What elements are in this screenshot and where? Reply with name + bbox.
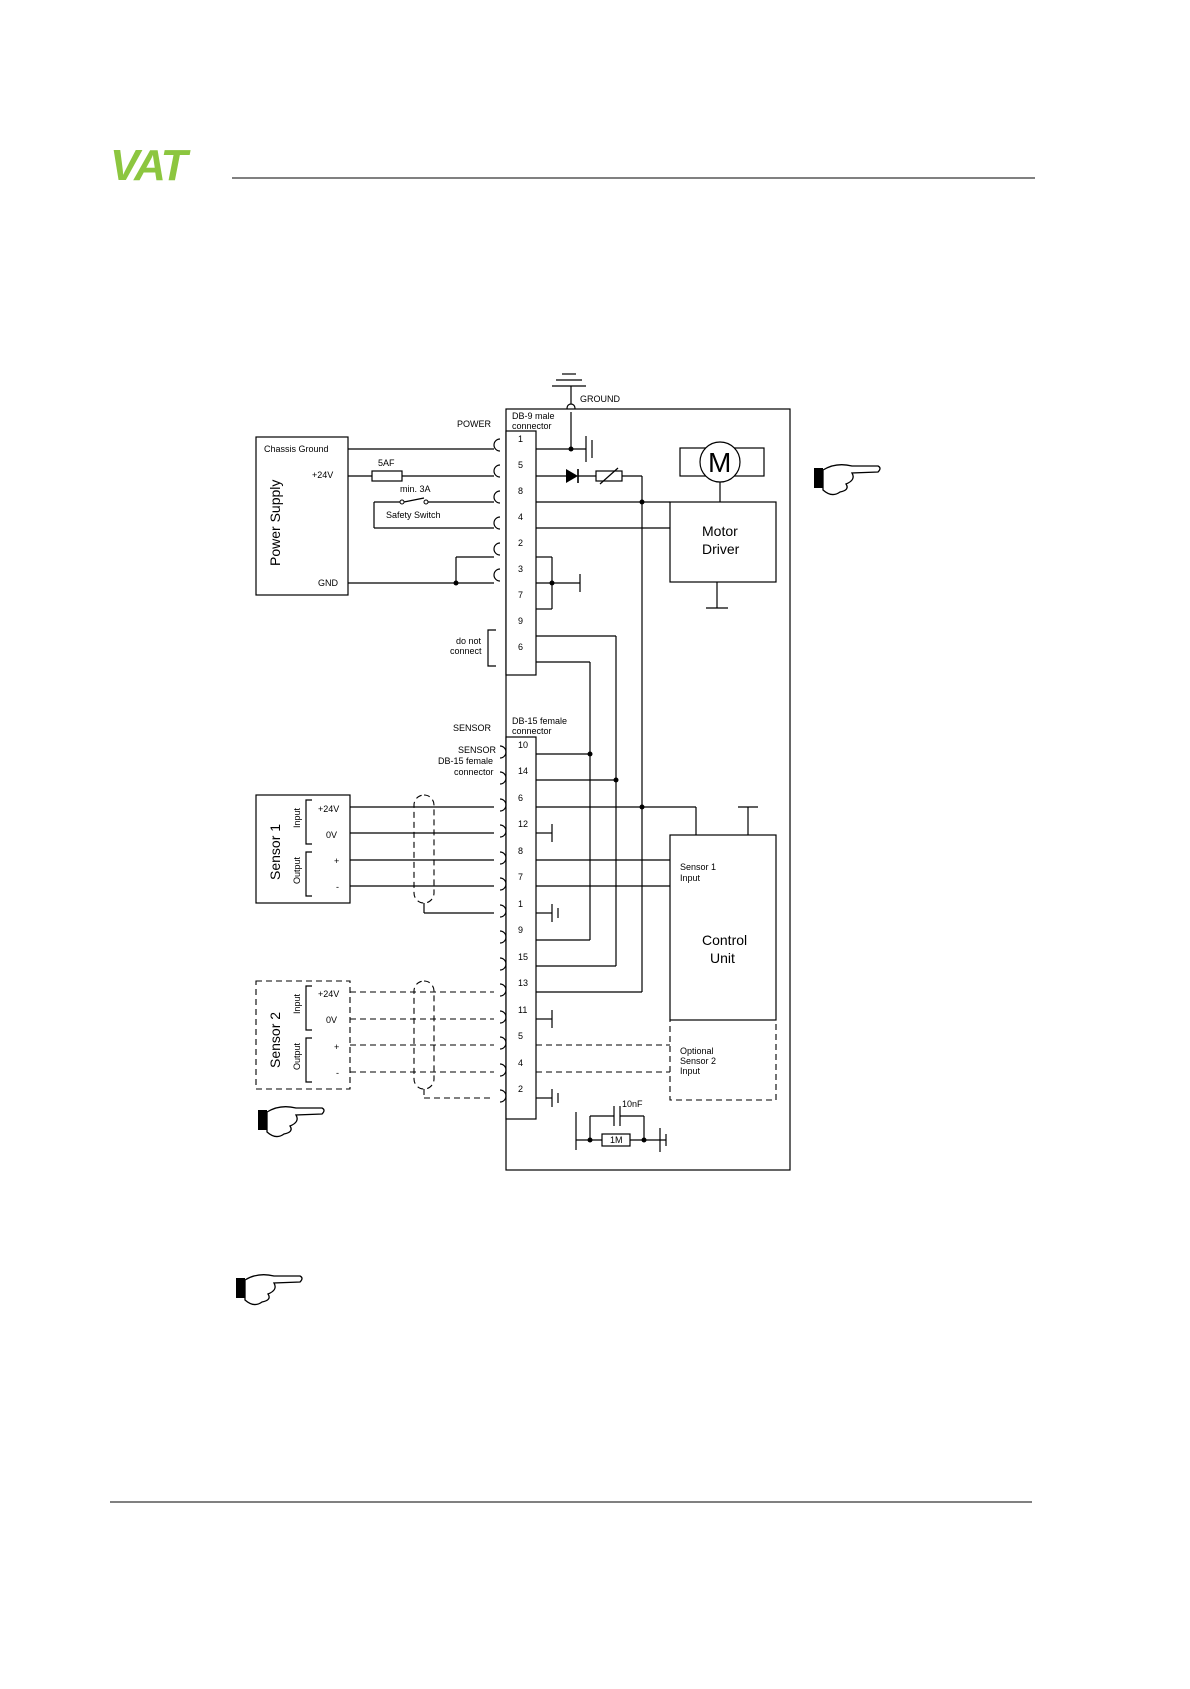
chassis-ground-label: Chassis Ground [264,444,329,454]
db15-pin-2: 2 [518,1084,523,1094]
db15-pin-13: 13 [518,978,528,988]
db9-label-line1: DB-9 male [512,411,555,421]
sensor1-input-label-2: Input [680,873,701,883]
sensor2-plus24v: +24V [318,989,339,999]
power-supply-label: Power Supply [267,480,283,566]
optional-sensor2-label-2: Sensor 2 [680,1056,716,1066]
db9-pin-5: 5 [518,460,523,470]
fuse-symbol [371,470,403,482]
db15-pin-11: 11 [518,1005,527,1015]
motor-driver-label-2: Driver [702,541,740,557]
sensor1-input-text: Input [292,807,302,828]
db9-pin9-pin6-routing [536,635,617,966]
db15-pin-4: 4 [518,1058,523,1068]
internal-power-lines [536,412,670,988]
optional-sensor2-box [669,1019,777,1101]
db15-pin-8: 8 [518,846,523,856]
db9-pin-8: 8 [518,486,523,496]
db15-pin-15: 15 [518,952,528,962]
ground-label: GROUND [580,394,620,404]
db9-pin-1: 1 [518,434,523,444]
db15-label-line2: connector [512,726,552,736]
do-not-connect-bracket [487,629,496,667]
db9-pin-numbers: 1 5 8 4 2 3 7 9 6 [518,434,523,652]
sensor-label: SENSOR [453,723,492,733]
motor-driver-label-1: Motor [702,523,738,539]
sensor1-label: Sensor 1 [267,824,283,880]
db9-pin-4: 4 [518,512,523,522]
sensor-db15-label-3: connector [454,767,494,777]
sensor1-input-label-1: Sensor 1 [680,862,716,872]
db15-pin-5: 5 [518,1031,523,1041]
sensor1-minus: - [336,882,339,892]
safety-switch-label: Safety Switch [386,510,441,520]
control-unit-label-1: Control [702,932,747,948]
db15-pin-numbers: 10 14 6 12 8 7 1 9 15 13 11 5 4 2 [518,740,528,1094]
db15-pin-7: 7 [518,872,523,882]
power-supply-box [255,436,349,596]
rc-network [575,1106,667,1152]
optional-sensor2-label-3: Input [680,1066,701,1076]
sensor1-plus: + [334,856,339,866]
db15-pin-12: 12 [518,819,528,829]
db9-label-line2: connector [512,421,552,431]
gnd-label: GND [318,578,339,588]
db9-pin-2: 2 [518,538,523,548]
motor-driver-box [669,501,777,583]
motor-symbol: M [679,441,765,502]
sensor-db15-label-2: DB-15 female [438,756,493,766]
db9-connector [505,430,537,676]
power-wiring [348,448,494,586]
pointing-hand-icon-left [258,1106,325,1138]
db9-pin-6: 6 [518,642,523,652]
db9-pin-9: 9 [518,616,523,626]
sensor1-plus24v: +24V [318,804,339,814]
optional-sensor2-label-1: Optional [680,1046,714,1056]
min3a-label: min. 3A [400,484,431,494]
ground-symbol-top [552,373,586,413]
sensor2-box [255,980,351,1090]
sensor2-minus: - [336,1068,339,1078]
plus24v-label: +24V [312,470,333,480]
db15-internal-wiring [536,751,697,1107]
fuse-label: 5AF [378,458,395,468]
pointing-hand-icon-right [814,464,881,496]
control-unit-box [669,834,777,1021]
do-not-connect-label-2: connect [450,646,482,656]
db15-connector [505,736,537,1120]
sensor2-plus: + [334,1042,339,1052]
sensor2-input-text: Input [292,993,302,1014]
sensor1-zerov: 0V [326,830,337,840]
sensor2-zerov: 0V [326,1015,337,1025]
motor-label: M [708,447,731,478]
db9-sockets [493,438,501,582]
do-not-connect-label-1: do not [456,636,482,646]
control-unit-label-2: Unit [710,950,735,966]
sensor1-box [255,794,351,904]
db15-pin-1: 1 [518,899,523,909]
sensor1-output-text: Output [292,856,302,884]
db15-pin-10: 10 [518,740,528,750]
vat-logo-text: VAT [110,141,191,190]
cap-label: 10nF [622,1099,643,1109]
sensor-db15-label-1: SENSOR [458,745,497,755]
db15-pin-6: 6 [518,793,523,803]
vat-logo: VAT [110,141,193,190]
db9-pin-7: 7 [518,590,523,600]
sensor1-wiring [350,794,494,914]
sensor2-label: Sensor 2 [267,1012,283,1068]
pointing-hand-icon-note [236,1274,303,1306]
db9-pin-3: 3 [518,564,523,574]
sensor2-wiring [350,980,670,1099]
resistor-label: 1M [610,1135,623,1145]
power-label: POWER [457,419,492,429]
sensor2-output-text: Output [292,1042,302,1070]
db15-label-line1: DB-15 female [512,716,567,726]
db15-sockets [499,745,507,1103]
db15-pin-9: 9 [518,925,523,935]
db15-pin-14: 14 [518,766,528,776]
